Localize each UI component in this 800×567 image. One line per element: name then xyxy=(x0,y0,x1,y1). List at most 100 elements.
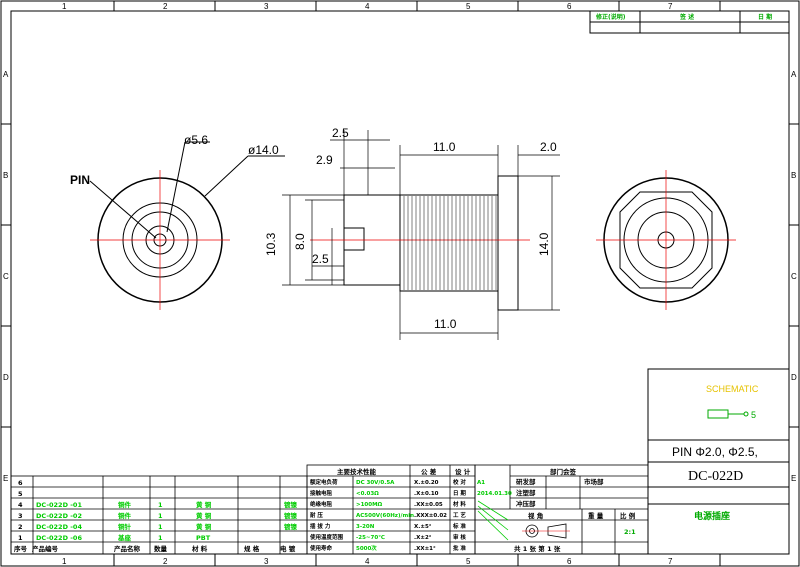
title-area xyxy=(647,368,790,555)
spec-cell: -25~70℃ xyxy=(356,534,385,541)
spec-cell: .XX±1° xyxy=(414,546,436,552)
bom-header-cell: 数量 xyxy=(154,544,168,553)
spec-cell: 额定电负荷 xyxy=(310,478,338,486)
zone-row-a: A xyxy=(3,70,9,79)
zone-markers-bottom: 1 2 3 4 5 6 7 xyxy=(62,554,721,566)
zone-col-5: 5 xyxy=(466,2,471,11)
svg-text:4: 4 xyxy=(365,557,370,566)
bom-cell: 黄 铜 xyxy=(196,500,212,509)
spec-cell: A1 xyxy=(477,480,485,486)
zone-row-e: E xyxy=(3,474,8,483)
scale-header: 比 例 xyxy=(620,511,636,520)
zone-col-7: 7 xyxy=(668,2,673,11)
bom-cell: DC-022D -01 xyxy=(36,501,82,509)
bom-cell: DC-022D -06 xyxy=(36,534,82,542)
spec-cell: X.±0.20 xyxy=(414,480,439,486)
bom-cell: 铜件 xyxy=(118,500,132,509)
zone-col-1: 1 xyxy=(62,2,67,11)
dim-flange: 2.0 xyxy=(540,140,557,154)
spec-cell: >100MΩ xyxy=(356,502,383,508)
dim-top-a: 2.5 xyxy=(332,126,349,140)
spec-cell: <0.03Ω xyxy=(356,491,379,497)
spec-cell: 日 期 xyxy=(453,489,466,497)
dept-market: 市场部 xyxy=(584,477,604,486)
spec-cell: 2014.01.30 xyxy=(477,491,512,497)
bom-cell: 1 xyxy=(158,523,163,531)
revision-header-sign: 签 述 xyxy=(679,13,694,21)
bom-cell: 1 xyxy=(158,512,163,520)
svg-text:E: E xyxy=(791,474,796,483)
bom-cell: 6 xyxy=(18,479,23,487)
dim-h-total: 14.0 xyxy=(537,232,551,256)
revision-header-date: 日 期 xyxy=(758,13,772,21)
bom-cell: 1 xyxy=(158,501,163,509)
spec-cell: .X±0.10 xyxy=(414,491,439,497)
zone-row-c: C xyxy=(3,272,9,281)
part-name: 电源插座 xyxy=(694,510,730,522)
dept-row-3: 冲压部 xyxy=(516,499,536,508)
side-view xyxy=(310,175,530,311)
spec-head-design: 设 计 xyxy=(455,467,471,476)
bom-cell: 3 xyxy=(18,512,23,520)
revision-block: 修正(说明) 签 述 日 期 xyxy=(589,10,790,34)
spec-cell: X.±5° xyxy=(414,524,432,530)
svg-text:6: 6 xyxy=(567,557,572,566)
zone-col-4: 4 xyxy=(365,2,370,11)
dept-header: 部门会签 xyxy=(550,467,577,476)
spec-cell: 5000次 xyxy=(356,544,377,552)
spec-cell: 标 准 xyxy=(452,522,466,530)
spec-cell: 使用温度范围 xyxy=(309,533,344,541)
dim-h-outer: 10.3 xyxy=(264,232,278,256)
schematic-symbol xyxy=(707,409,749,419)
front-view xyxy=(89,141,285,310)
bom-cell: 黄 铜 xyxy=(196,522,212,531)
bom-cell: 4 xyxy=(18,501,23,509)
svg-text:2: 2 xyxy=(163,557,168,566)
schematic-number: 5 xyxy=(751,410,756,420)
bottom-tables xyxy=(10,464,649,555)
bom-cell: 5 xyxy=(18,490,23,498)
dim-h-pin: 2.5 xyxy=(312,252,329,266)
dim-top-length: 11.0 xyxy=(433,140,456,154)
dim-h-inner: 8.0 xyxy=(293,233,307,250)
spec-cell: 批 准 xyxy=(453,544,466,552)
spec-cell: 工 艺 xyxy=(453,511,466,519)
revision-header-change: 修正(说明) xyxy=(595,13,626,21)
dim-outer-diameter: ø14.0 xyxy=(248,143,279,157)
zone-markers-side: A B C D E A B C D E xyxy=(1,70,799,483)
bom-cell: 镀镍 xyxy=(284,511,298,520)
zone-col-2: 2 xyxy=(163,2,168,11)
svg-text:B: B xyxy=(791,171,796,180)
bom-cell: DC-022D -02 xyxy=(36,512,82,520)
svg-text:7: 7 xyxy=(668,557,673,566)
sheet-info: 共 1 张 第 1 张 xyxy=(514,544,561,553)
spec-headers: 主要技术性能 公 差 设 计 部门会签 研发部 注塑部 冲压部 市场部 视 角 … xyxy=(337,467,636,553)
svg-text:D: D xyxy=(791,373,797,382)
dim-bottom-length: 11.0 xyxy=(434,317,457,331)
spec-cell: .X±2° xyxy=(414,535,432,541)
spec-cell: 校 对 xyxy=(453,478,466,486)
spec-cell: 接触电阻 xyxy=(310,489,333,497)
dept-row-2: 注塑部 xyxy=(516,488,536,497)
view-header: 视 角 xyxy=(528,511,543,520)
bom-cell: 2 xyxy=(18,523,23,531)
scale-value: 2:1 xyxy=(624,528,636,536)
bom-header-cell: 材 料 xyxy=(191,544,208,553)
zone-markers-top: 1 2 3 4 5 6 7 xyxy=(62,1,721,11)
svg-text:A: A xyxy=(791,70,797,79)
svg-text:1: 1 xyxy=(62,557,67,566)
zone-col-6: 6 xyxy=(567,2,572,11)
side-view-dimensions xyxy=(282,130,560,340)
spec-cell: 审 核 xyxy=(453,533,466,541)
back-view xyxy=(596,170,736,310)
bom-header-cell: 电 镀 xyxy=(280,544,296,553)
zone-row-d: D xyxy=(3,373,9,382)
dept-row-1: 研发部 xyxy=(516,477,536,486)
bom-cell: 铜针 xyxy=(118,522,132,531)
dim-pin-diameter: ø5.6 xyxy=(184,133,208,147)
pin-label: PIN xyxy=(70,173,90,187)
spec-cell: 耐 压 xyxy=(310,511,323,519)
